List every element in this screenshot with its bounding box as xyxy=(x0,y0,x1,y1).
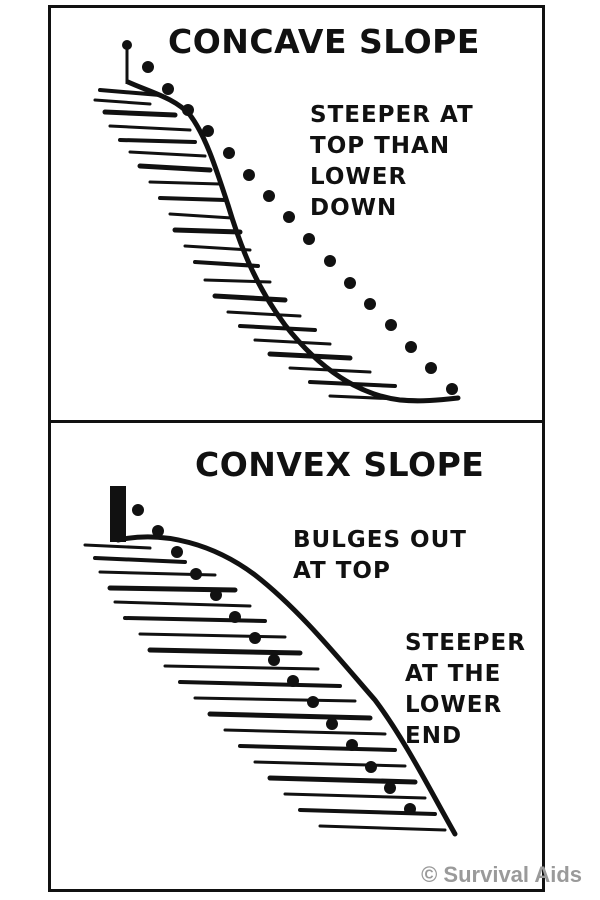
watermark: © Survival Aids xyxy=(421,862,582,887)
concave-note-line: STEEPER AT xyxy=(310,102,474,128)
convex-dotted-line xyxy=(132,504,416,815)
convex-note-line: BULGES OUT xyxy=(293,527,467,553)
convex-title: CONVEX SLOPE xyxy=(195,445,485,484)
concave-note-line: LOWER xyxy=(310,164,408,190)
convex-surface-line xyxy=(115,534,458,837)
convex-slope-illustration xyxy=(83,486,458,837)
concave-note-line: DOWN xyxy=(310,195,398,221)
convex-note-line: STEEPER xyxy=(405,630,526,656)
convex-note-bulges: BULGES OUT AT TOP xyxy=(293,525,467,587)
concave-panel xyxy=(48,5,545,427)
concave-note: STEEPER AT TOP THAN LOWER DOWN xyxy=(310,100,474,224)
concave-title: CONCAVE SLOPE xyxy=(168,22,480,61)
convex-marker-post xyxy=(110,486,126,542)
concave-marker-post-top xyxy=(122,40,132,50)
convex-note-line: AT TOP xyxy=(293,558,391,584)
convex-note-line: AT THE xyxy=(405,661,502,687)
convex-note-steeper: STEEPER AT THE LOWER END xyxy=(405,628,526,752)
convex-note-line: END xyxy=(405,723,463,749)
concave-note-line: TOP THAN xyxy=(310,133,451,159)
convex-panel xyxy=(48,420,545,892)
concave-slope-illustration xyxy=(93,40,461,404)
convex-note-line: LOWER xyxy=(405,692,503,718)
concave-dotted-line xyxy=(142,61,458,395)
